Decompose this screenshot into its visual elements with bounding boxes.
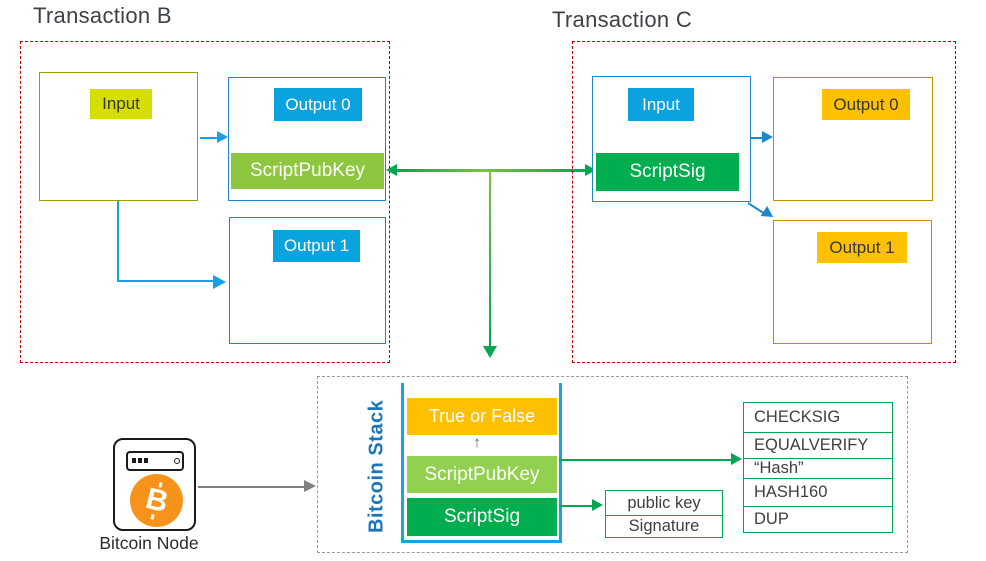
tx-b-output0-label: Output 0 [274, 88, 362, 121]
transaction-b-container [20, 41, 390, 363]
server-port-icon [174, 458, 180, 464]
public-key-cell: public key [606, 491, 722, 516]
stack-scriptsig-bar: ScriptSig [407, 498, 557, 536]
tx-c-input-label: Input [628, 88, 694, 121]
scriptsig-contents-box: public key Signature [605, 490, 723, 538]
connector-left-arrowhead [386, 164, 397, 176]
arrow-b-input-to-output1-head [213, 275, 226, 289]
connector-branch-to-stack-head [483, 346, 497, 358]
arrow-scriptsig-to-sig-line [559, 505, 593, 507]
stack-up-arrow-icon: ↑ [473, 434, 481, 451]
arrow-scriptsig-to-sig-head [592, 499, 603, 511]
arrow-scriptpubkey-to-ops-head [731, 453, 742, 465]
bitcoin-stack-title: Bitcoin Stack [365, 399, 388, 533]
server-bar-icon [126, 451, 184, 471]
connector-branch-to-stack-line [489, 171, 491, 347]
arrow-b-input-to-output1-hline [117, 280, 214, 282]
bitcoin-stack-container [401, 383, 562, 543]
arrow-b-input-to-output0-head [217, 131, 228, 143]
server-led-icon [132, 458, 136, 463]
script-ops-table: CHECKSIG EQUALVERIFY “Hash” HASH160 DUP [743, 402, 893, 533]
bitcoin-symbol: B [142, 481, 172, 519]
tx-b-output1-label: Output 1 [273, 230, 360, 262]
transaction-b-title: Transaction B [33, 3, 172, 28]
script-validation-container [317, 376, 908, 553]
tx-c-output0-label: Output 0 [822, 89, 910, 120]
op-checksig-cell: CHECKSIG [744, 403, 892, 433]
tx-b-input-label: Input [90, 89, 152, 119]
tx-b-scriptpubkey-bar: ScriptPubKey [231, 153, 384, 189]
arrow-scriptpubkey-to-ops-line [559, 459, 733, 461]
stack-true-or-false-bar: True or False [407, 398, 557, 435]
connector-scriptpubkey-scriptsig-line [396, 169, 587, 172]
server-led-icon [144, 458, 148, 463]
server-led-icon [138, 458, 142, 463]
op-dup-cell: DUP [754, 509, 789, 528]
op-hash160-cell: HASH160 [744, 479, 892, 507]
transaction-c-title: Transaction C [552, 7, 693, 32]
arrow-b-input-to-output0-line [200, 137, 218, 139]
bitcoin-coin-icon: B [130, 474, 183, 527]
op-equalverify-cell: EQUALVERIFY [744, 433, 892, 459]
signature-cell: Signature [628, 516, 700, 535]
tx-c-scriptsig-bar: ScriptSig [596, 153, 739, 191]
arrow-c-input-to-output0-head [762, 131, 773, 143]
transaction-c-container [572, 41, 956, 363]
stack-scriptpubkey-bar: ScriptPubKey [407, 456, 557, 493]
arrow-c-input-to-output0-line [751, 137, 763, 139]
tx-c-output1-label: Output 1 [817, 232, 907, 263]
connector-right-arrowhead [585, 164, 596, 176]
bitcoin-node-label: Bitcoin Node [99, 533, 199, 553]
arrow-node-to-container-head [304, 480, 316, 492]
arrow-b-input-to-output1-vline [117, 201, 119, 282]
op-hash-cell: “Hash” [744, 459, 892, 479]
arrow-node-to-container-line [198, 486, 305, 488]
